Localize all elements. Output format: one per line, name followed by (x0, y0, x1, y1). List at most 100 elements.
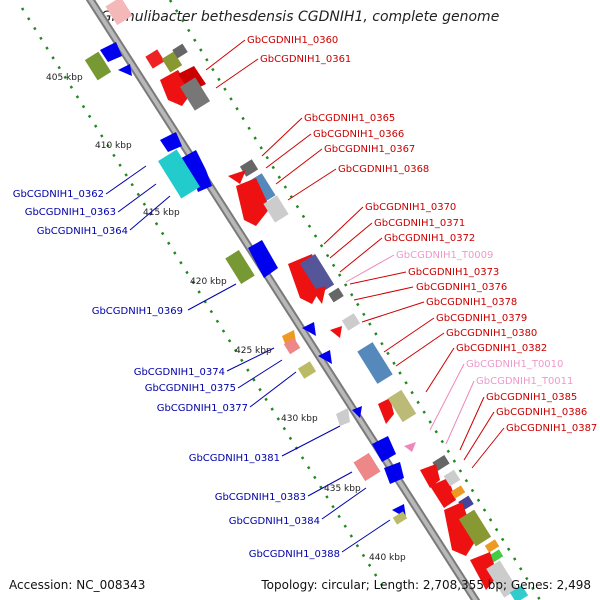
gene-label[interactable]: GbCGDNIH1_0382 (456, 343, 547, 354)
gene-arrow (160, 132, 182, 152)
gene-label[interactable]: GbCGDNIH1_0385 (486, 392, 577, 403)
gene-arrow (178, 150, 206, 180)
callout-line (345, 254, 395, 283)
callout-line (117, 183, 157, 213)
callout-line (349, 271, 407, 285)
callout-line (353, 286, 414, 301)
scale-label: 425 kbp (235, 346, 272, 356)
gene-block (328, 287, 344, 303)
callout-line (341, 519, 391, 553)
scale-label: 430 kbp (281, 414, 318, 424)
callout-line (471, 427, 505, 469)
gene-label[interactable]: GbCGDNIH1_0383 (215, 492, 306, 503)
gene-label[interactable]: GbCGDNIH1_0387 (506, 423, 597, 434)
gene-block (458, 509, 492, 547)
gene-block (145, 49, 165, 69)
guide-outer-forward (168, 0, 542, 600)
gene-label[interactable]: GbCGDNIH1_0386 (496, 407, 587, 418)
gene-label[interactable]: GbCGDNIH1_0371 (374, 218, 465, 229)
gene-label[interactable]: GbCGDNIH1_T0010 (466, 359, 563, 370)
gene-block (105, 0, 133, 26)
gene-block (387, 389, 417, 423)
gene-block (225, 250, 255, 284)
gene-label[interactable]: GbCGDNIH1_0376 (416, 282, 507, 293)
gene-arrow (236, 178, 270, 226)
gene-arrow (444, 502, 476, 556)
gene-label[interactable]: GbCGDNIH1_0379 (436, 313, 527, 324)
callout-line (275, 148, 323, 185)
gene-block (353, 452, 381, 482)
callout-line (323, 206, 364, 245)
callout-line (129, 195, 171, 231)
callout-line (261, 117, 303, 157)
gene-label[interactable]: GbCGDNIH1_0369 (92, 306, 183, 317)
callout-line (249, 371, 297, 408)
features-forward (105, 0, 529, 600)
gene-block (509, 585, 529, 600)
gene-label[interactable]: GbCGDNIH1_0361 (260, 54, 351, 65)
gene-block (161, 51, 183, 73)
callout-line (105, 165, 147, 195)
gene-label[interactable]: GbCGDNIH1_0380 (446, 328, 537, 339)
callout-line (383, 317, 435, 353)
gene-block (283, 337, 301, 355)
callout-line (459, 396, 485, 451)
gene-label[interactable]: GbCGDNIH1_0370 (365, 202, 456, 213)
gene-label[interactable]: GbCGDNIH1_0381 (189, 453, 280, 464)
gene-label[interactable]: GbCGDNIH1_0378 (426, 297, 517, 308)
gene-label[interactable]: GbCGDNIH1_0388 (249, 549, 340, 560)
callout-line (287, 168, 337, 201)
gene-label[interactable]: GbCGDNIH1_0372 (384, 233, 475, 244)
callout-line (429, 363, 465, 431)
callout-line (205, 39, 246, 71)
gene-label[interactable]: GbCGDNIH1_0363 (25, 207, 116, 218)
gene-block (357, 342, 393, 384)
gene-arrow (430, 478, 456, 508)
callout-line (307, 471, 353, 497)
features-reverse (84, 42, 408, 525)
scale-label: 410 kbp (95, 141, 132, 151)
gene-arrow (118, 64, 132, 76)
callout-line (226, 347, 275, 372)
gene-block (486, 560, 518, 598)
scale-label: 440 kbp (369, 553, 406, 563)
accession-text: Accession: NC_008343 (9, 578, 146, 592)
gene-label[interactable]: GbCGDNIH1_0368 (338, 164, 429, 175)
gene-arrow (318, 350, 332, 364)
gene-arrow (100, 42, 122, 62)
rna-gene-labels: GbCGDNIH1_T0009 GbCGDNIH1_T0010 GbCGDNIH… (396, 250, 573, 387)
gene-arrow (420, 464, 440, 488)
callout-line (445, 380, 475, 445)
map-title: Granulibacter bethesdensis CGDNIH1, comp… (100, 9, 500, 25)
gene-label[interactable]: GbCGDNIH1_0362 (13, 189, 104, 200)
gene-label[interactable]: GbCGDNIH1_T0009 (396, 250, 493, 261)
gene-label[interactable]: GbCGDNIH1_0360 (247, 35, 338, 46)
gene-arrow (228, 170, 246, 184)
gene-arrow (336, 408, 350, 426)
gene-block (450, 485, 466, 499)
gene-label[interactable]: GbCGDNIH1_0365 (304, 113, 395, 124)
gene-block (158, 149, 200, 199)
gene-label[interactable]: GbCGDNIH1_0374 (134, 367, 225, 378)
callout-line (265, 133, 312, 169)
gene-block (392, 511, 408, 525)
gene-label[interactable]: GbCGDNIH1_0384 (229, 516, 320, 527)
gene-label[interactable]: GbCGDNIH1_0367 (324, 144, 415, 155)
scale-label: 420 kbp (190, 277, 227, 287)
gene-arrow (312, 286, 326, 304)
callout-line (237, 359, 283, 389)
gene-arrow (302, 322, 316, 336)
gene-arrow (404, 442, 416, 452)
scale-label: 415 kbp (143, 208, 180, 218)
gene-label[interactable]: GbCGDNIH1_0373 (408, 267, 499, 278)
gene-block (297, 361, 317, 379)
gene-block (341, 313, 361, 331)
gene-block (299, 253, 335, 295)
gene-label[interactable]: GbCGDNIH1_0366 (313, 129, 404, 140)
gene-label[interactable]: GbCGDNIH1_0364 (37, 226, 128, 237)
gene-block (84, 51, 112, 81)
gene-label[interactable]: GbCGDNIH1_T0011 (476, 376, 573, 387)
gene-label[interactable]: GbCGDNIH1_0375 (145, 383, 236, 394)
gene-label[interactable]: GbCGDNIH1_0377 (157, 403, 248, 414)
callout-lines (105, 39, 505, 553)
